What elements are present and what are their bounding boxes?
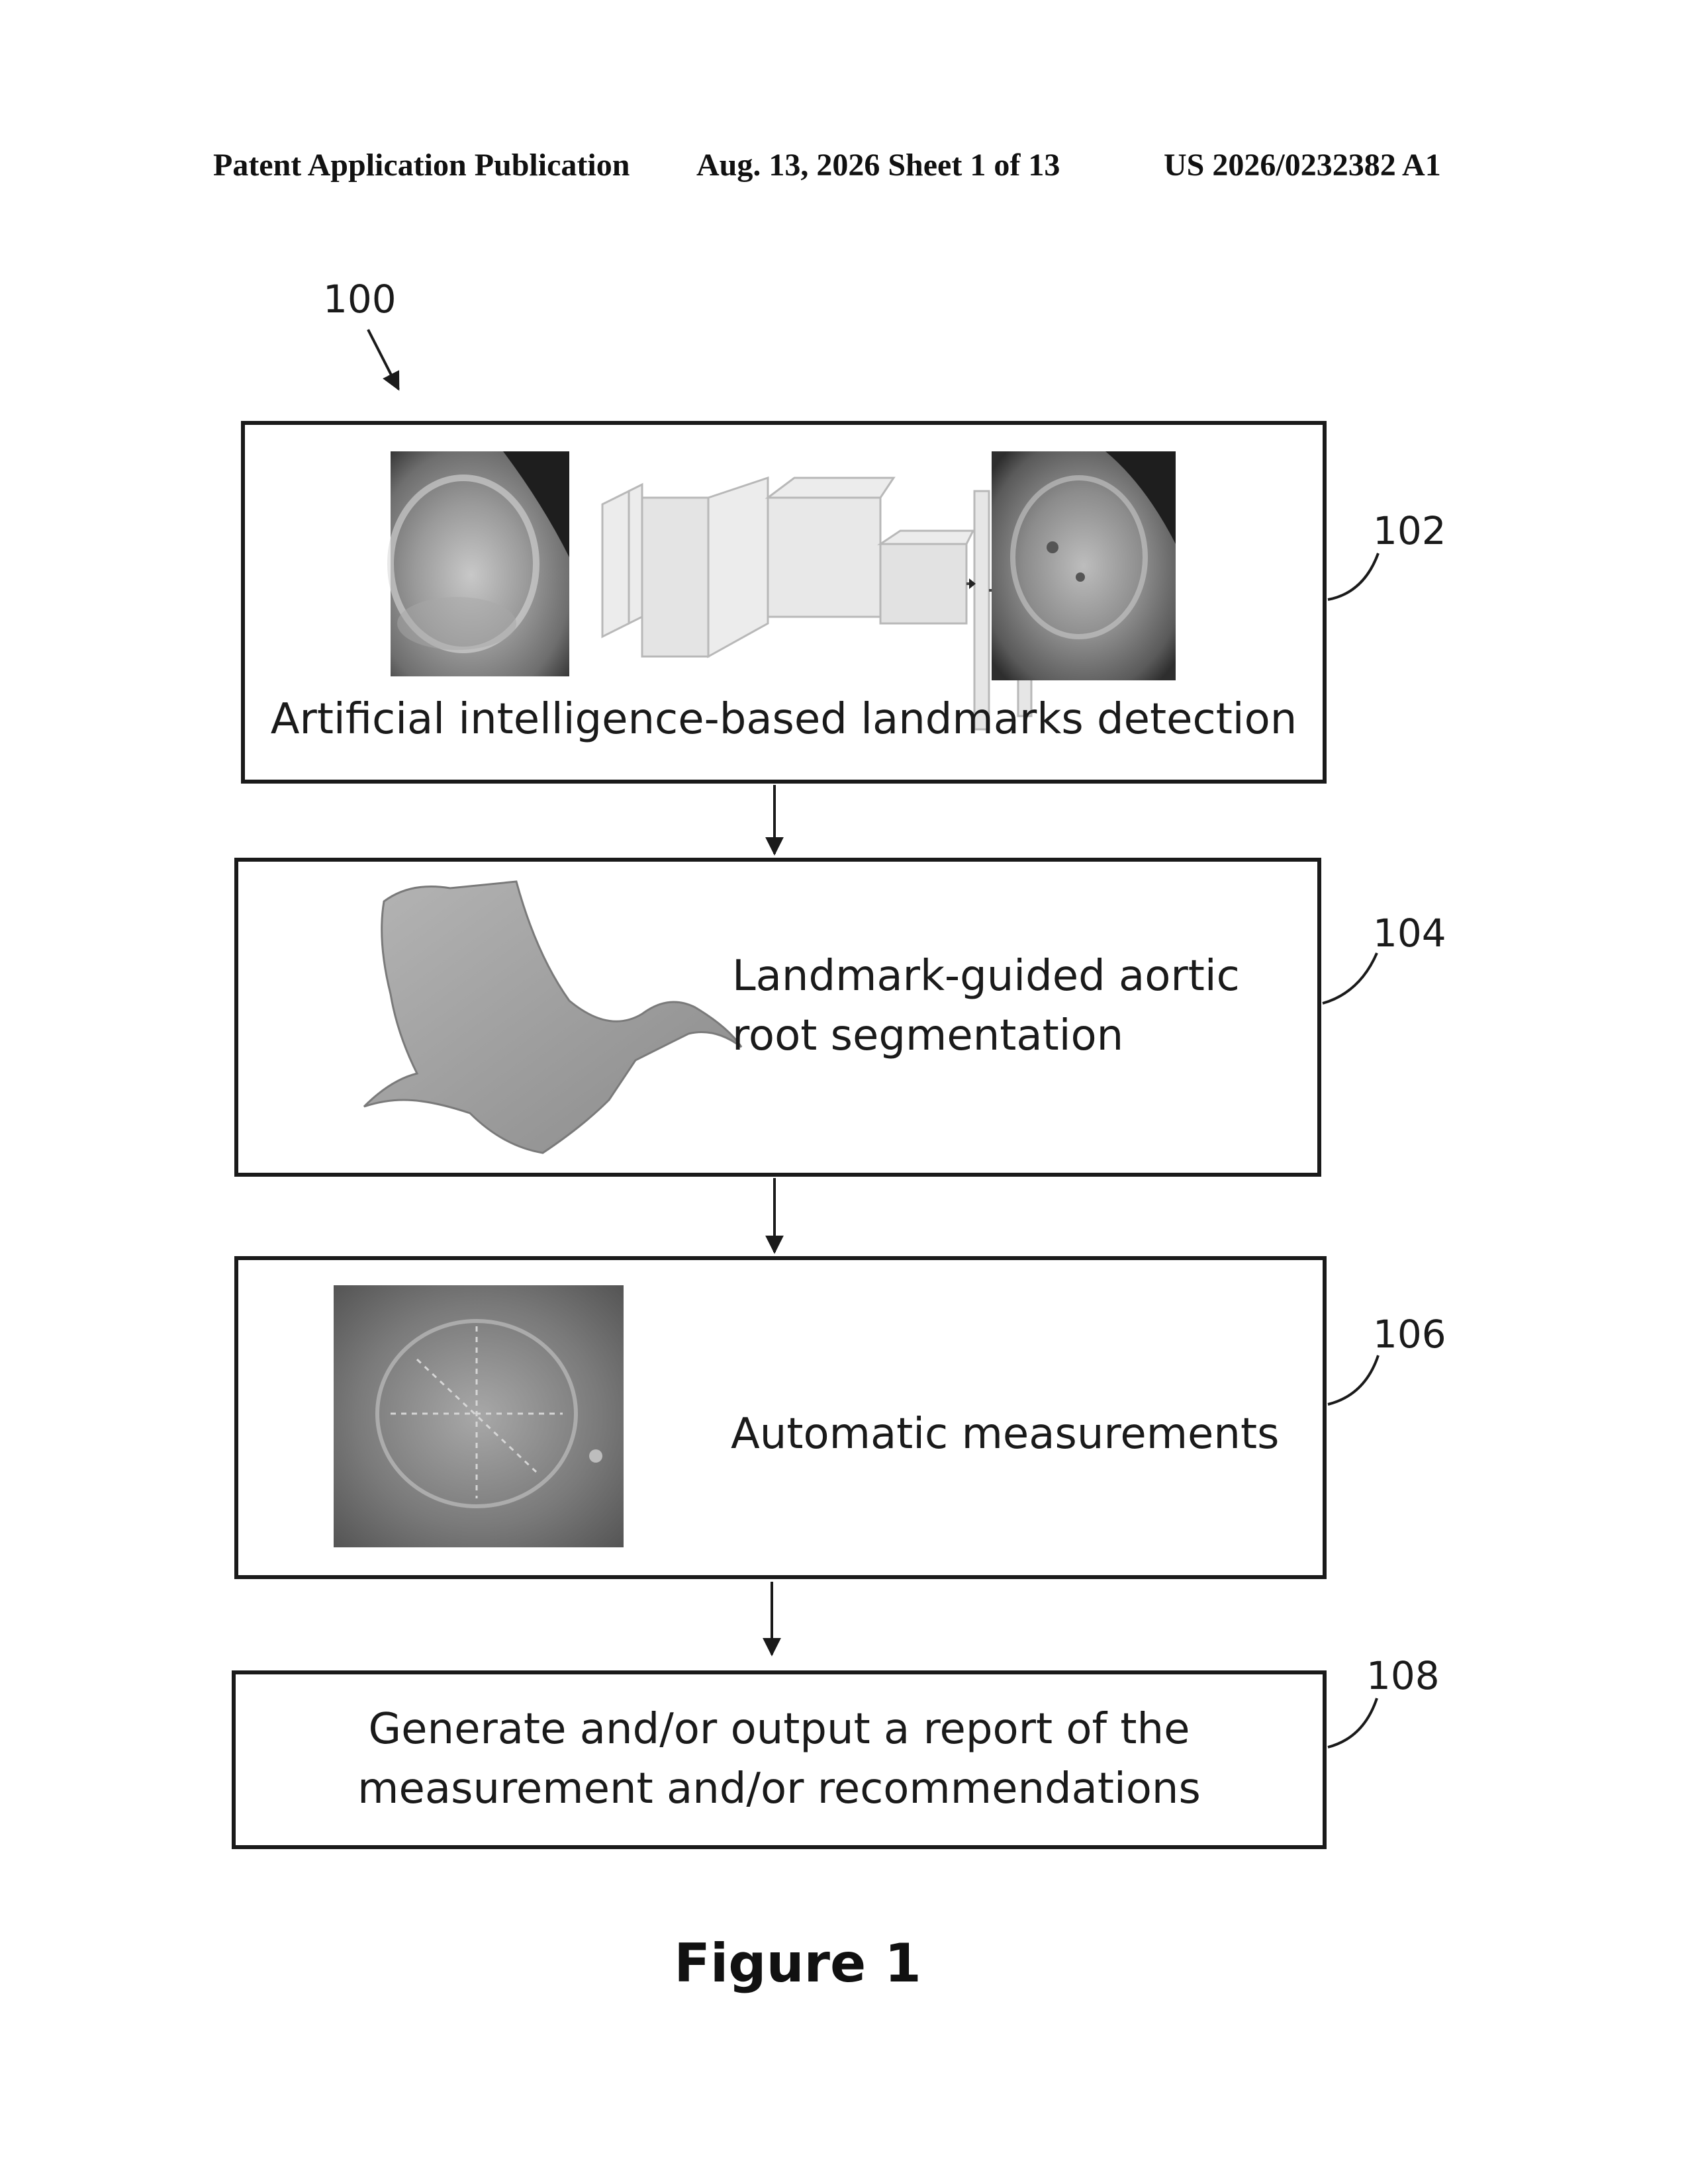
step-box-102: Artificial intelligence-based landmarks … [241, 421, 1327, 784]
figure-caption: Figure 1 [0, 1933, 1595, 1994]
step-108-text-line2: measurement and/or recommendations [236, 1759, 1323, 1819]
step-104-text-line2: root segmentation [732, 1006, 1123, 1066]
step-106-text: Automatic measurements [731, 1404, 1279, 1464]
leader-102 [1328, 553, 1378, 600]
ref-label-104: 104 [1373, 911, 1446, 956]
step-box-104: Landmark-guided aortic root segmentation [234, 858, 1321, 1177]
step-box-106: Automatic measurements [234, 1256, 1327, 1579]
step-108-text-line1: Generate and/or output a report of the [236, 1700, 1323, 1759]
ct-slice-input-image [391, 451, 569, 676]
publication-title: Patent Application Publication [213, 147, 630, 183]
leader-104 [1323, 953, 1377, 1003]
date-sheet-info: Aug. 13, 2026 Sheet 1 of 13 [696, 147, 1060, 183]
leader-106 [1328, 1355, 1378, 1404]
publication-number: US 2026/0232382 A1 [1164, 147, 1441, 183]
ref-label-102: 102 [1373, 508, 1446, 553]
ref-label-100: 100 [323, 277, 397, 322]
step-102-text: Artificial intelligence-based landmarks … [245, 690, 1323, 749]
ct-slice-landmarks-image [992, 451, 1176, 680]
ref-label-108: 108 [1366, 1653, 1440, 1698]
step-104-text-line1: Landmark-guided aortic [732, 946, 1240, 1006]
ref-label-106: 106 [1373, 1312, 1446, 1357]
ref-100-arrow [368, 330, 399, 389]
leader-108 [1328, 1698, 1377, 1747]
step-box-108: Generate and/or output a report of the m… [232, 1670, 1327, 1849]
